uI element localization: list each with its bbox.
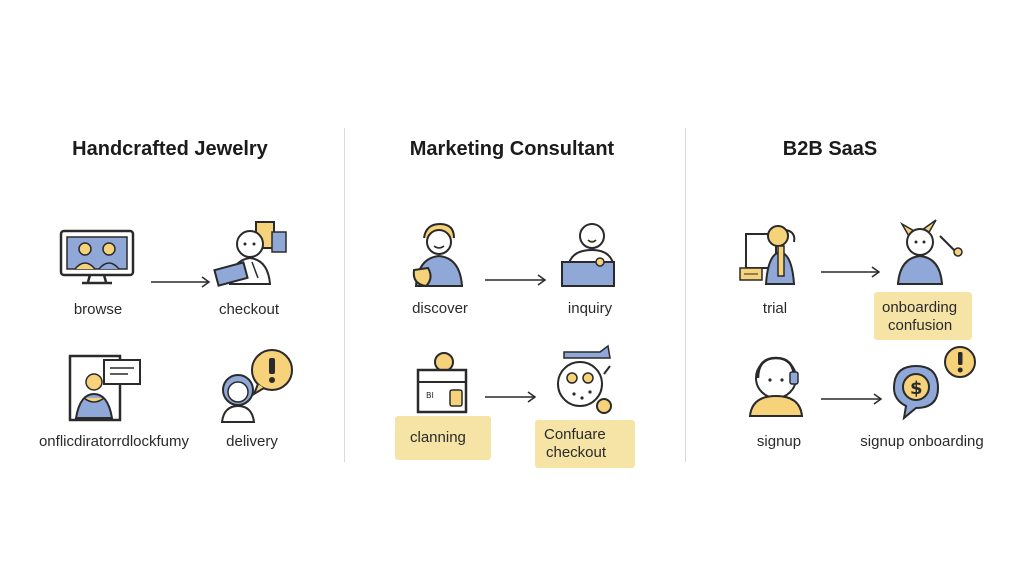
step-delivery-label: delivery xyxy=(226,433,278,450)
cat-person-icon xyxy=(896,219,963,285)
step-onboarding-label-line2: confusion xyxy=(888,317,953,334)
speech-coin-alert-icon: $ xyxy=(892,346,976,421)
arrow-right-icon xyxy=(821,266,881,278)
svg-text:BI: BI xyxy=(426,391,434,400)
column-divider-1 xyxy=(344,128,345,462)
confused-face-icon xyxy=(557,344,612,414)
step-checkout-label: checkout xyxy=(218,301,280,318)
step-onflict-label: onflicdiratorrdlockfumy xyxy=(38,433,190,450)
step-confuare-highlight xyxy=(535,420,635,468)
step-onboarding-label-line1: onboarding xyxy=(882,299,958,316)
column-title-jewelry: Handcrafted Jewelry xyxy=(72,138,268,160)
step-confuare-label-line2: checkout xyxy=(546,444,607,461)
window-person-icon xyxy=(68,354,141,422)
step-signup-onboarding-label: signup onboarding xyxy=(860,433,984,450)
monitor-video-call-icon xyxy=(59,229,135,285)
arrow-right-icon xyxy=(485,274,547,286)
column-title-saas: B2B SaaS xyxy=(782,138,878,160)
person-with-card-icon xyxy=(213,221,287,287)
person-alert-icon xyxy=(220,349,293,423)
person-at-desk-icon xyxy=(561,223,615,287)
column-title-consultant: Marketing Consultant xyxy=(409,138,615,160)
arrow-right-icon xyxy=(485,391,537,403)
step-clanning-label: clanning xyxy=(410,429,466,446)
step-signup-label: signup xyxy=(756,433,802,450)
person-with-headset-icon xyxy=(748,356,804,417)
box-lock-icon: BI xyxy=(416,352,468,414)
step-clanning-highlight xyxy=(395,416,491,460)
svg-text:$: $ xyxy=(910,378,923,399)
person-with-bag-icon xyxy=(412,222,464,288)
step-browse-label: browse xyxy=(73,301,123,318)
arrow-right-icon xyxy=(151,276,211,288)
column-divider-2 xyxy=(685,128,686,462)
step-discover-label: discover xyxy=(412,300,468,317)
step-inquiry-label: inquiry xyxy=(567,300,613,317)
step-onboarding-highlight xyxy=(874,292,972,340)
person-with-key-icon xyxy=(739,225,796,285)
arrow-right-icon xyxy=(821,393,883,405)
step-confuare-label-line1: Confuare xyxy=(544,426,606,443)
step-trial-label: trial xyxy=(762,300,788,317)
